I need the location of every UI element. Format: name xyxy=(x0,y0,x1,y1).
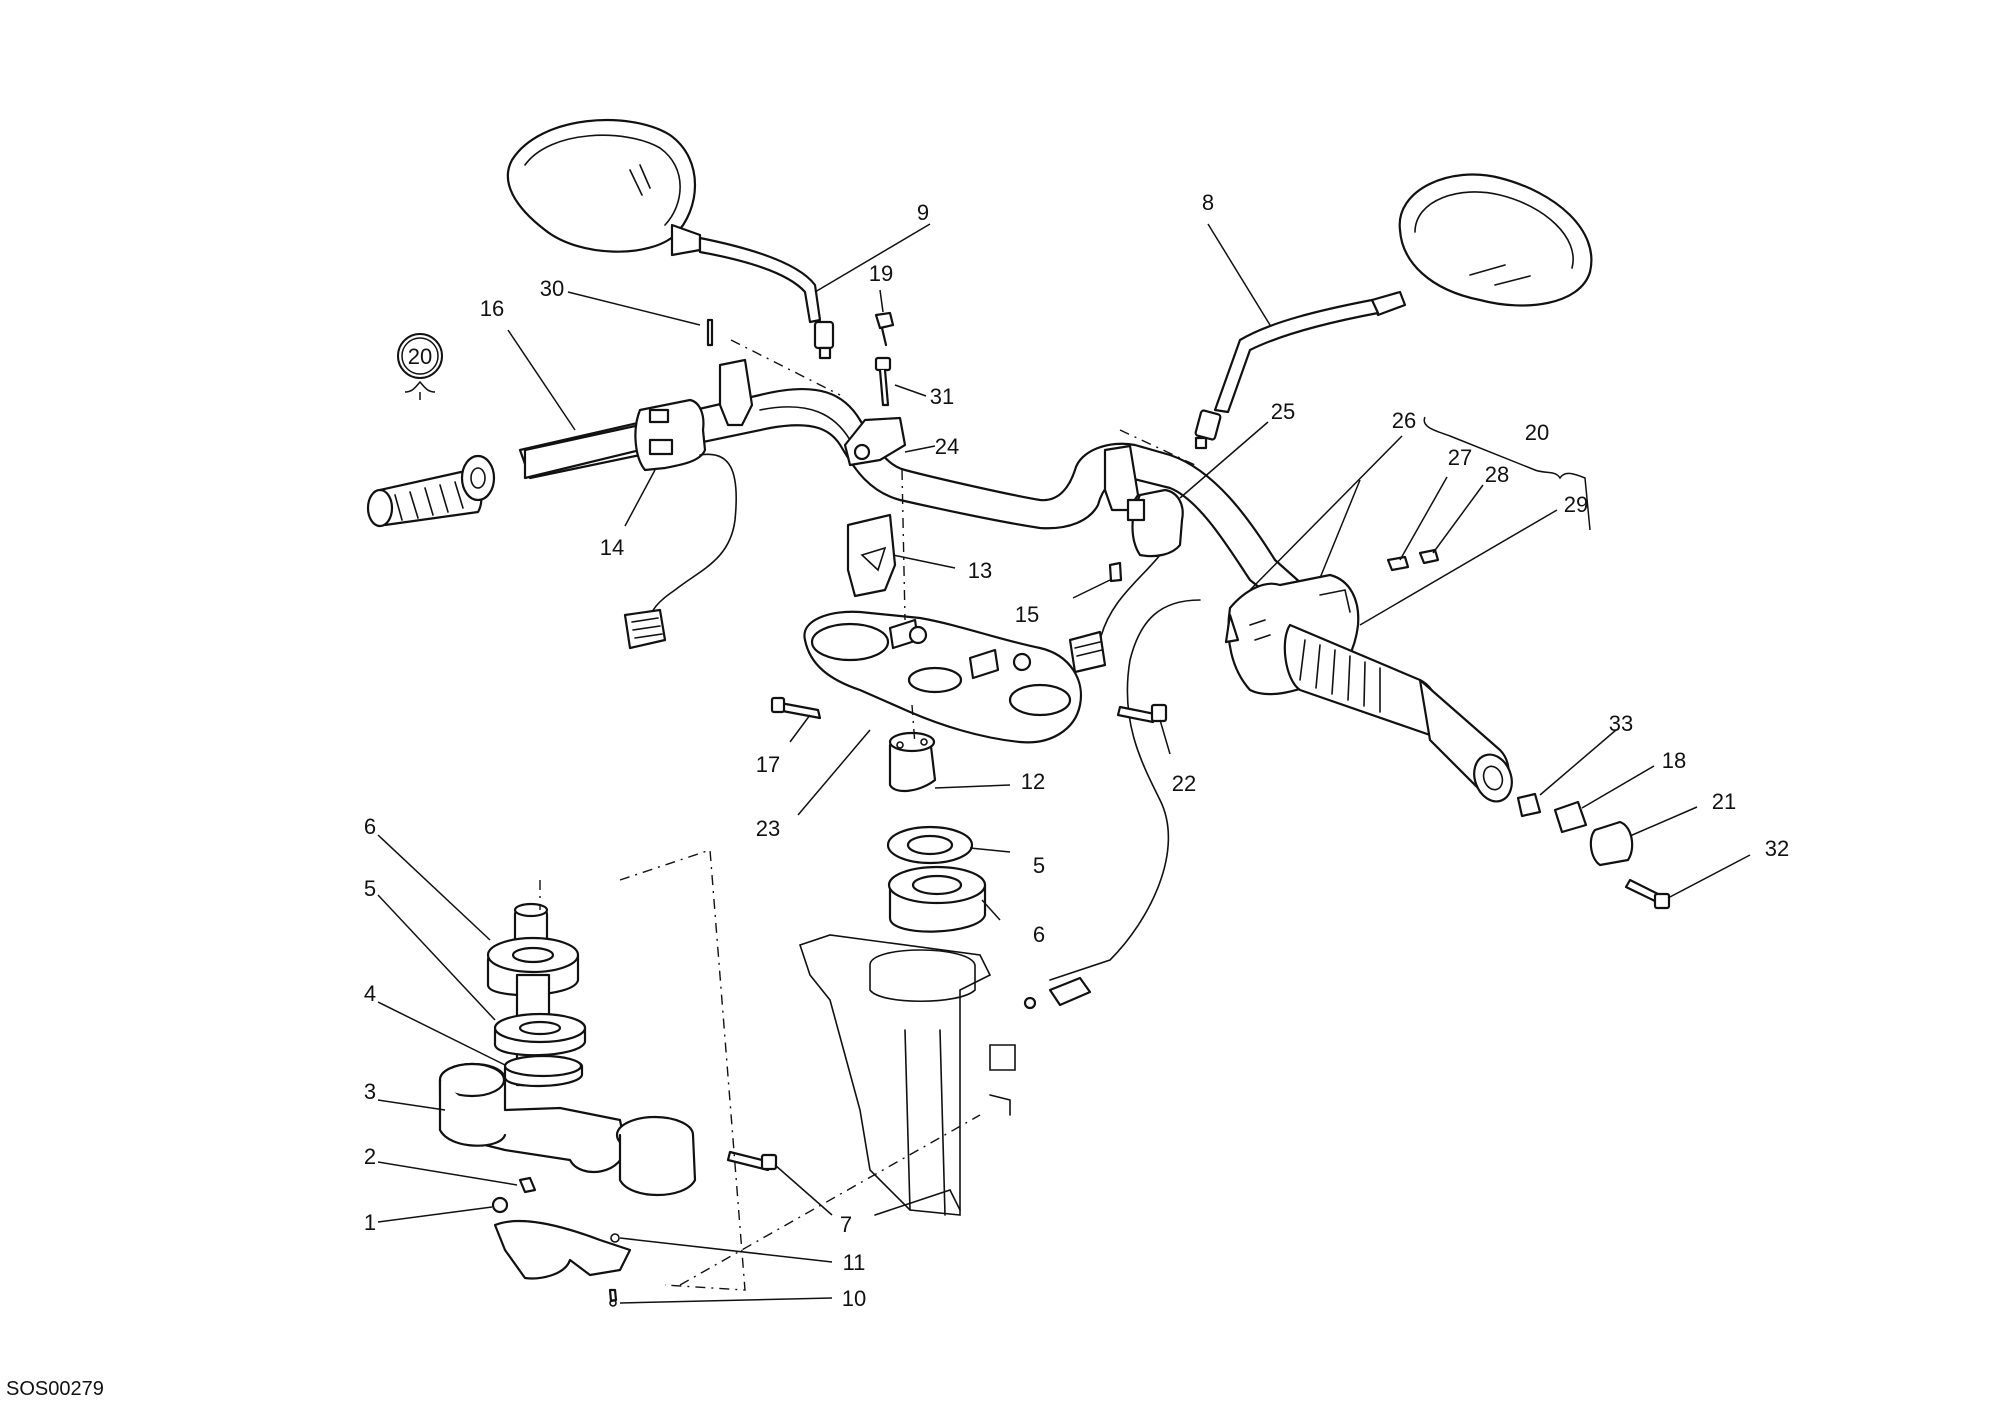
frame-head xyxy=(798,934,1016,1216)
callout-28: 28 xyxy=(1485,462,1509,487)
kit-marker-label: 20 xyxy=(408,344,432,369)
callout-26: 26 xyxy=(1392,408,1416,433)
callout-21: 21 xyxy=(1712,789,1736,814)
callout-11: 11 xyxy=(843,1250,866,1275)
kit-marker-circle xyxy=(397,333,443,379)
callout-1: 1 xyxy=(364,1210,376,1235)
left-switch xyxy=(623,398,738,650)
callout-5-left: 5 xyxy=(364,876,376,901)
callout-labels: 20 9 8 19 16 30 31 25 26 20 24 27 28 29 … xyxy=(364,190,1789,1311)
callout-32: 32 xyxy=(1765,836,1789,861)
leader-lines xyxy=(377,223,1751,1304)
lower-steering-assembly xyxy=(438,902,778,1307)
callout-6-left: 6 xyxy=(364,814,376,839)
callout-10: 10 xyxy=(842,1286,866,1311)
callout-12: 12 xyxy=(1021,769,1045,794)
steering-stack xyxy=(886,731,987,933)
callout-20: 20 xyxy=(1525,420,1549,445)
callout-13: 13 xyxy=(968,558,992,583)
callout-33: 33 xyxy=(1609,711,1633,736)
callout-30: 30 xyxy=(540,276,564,301)
callout-31: 31 xyxy=(930,384,954,409)
callout-9: 9 xyxy=(917,200,929,225)
callout-23: 23 xyxy=(756,816,780,841)
callout-27: 27 xyxy=(1448,445,1472,470)
callout-3: 3 xyxy=(364,1079,376,1104)
document-code: SOS00279 xyxy=(6,1378,104,1400)
callout-18: 18 xyxy=(1662,748,1686,773)
riser-clamps xyxy=(718,358,1140,598)
left-grip xyxy=(366,423,642,528)
callout-16: 16 xyxy=(480,296,504,321)
callout-24: 24 xyxy=(935,434,959,459)
callout-29: 29 xyxy=(1564,492,1588,517)
callout-22: 22 xyxy=(1172,771,1196,796)
right-switch-throttle xyxy=(1049,488,1513,981)
part-drawings xyxy=(366,119,1671,1307)
callout-2: 2 xyxy=(364,1144,376,1169)
callout-19: 19 xyxy=(869,261,893,286)
upper-triple-clamp xyxy=(770,610,1168,744)
callout-5-right: 5 xyxy=(1033,853,1045,878)
left-mirror xyxy=(506,119,835,360)
callout-14: 14 xyxy=(600,535,624,560)
callout-6-right: 6 xyxy=(1033,922,1045,947)
throttle-cable xyxy=(1023,976,1092,1010)
callout-17: 17 xyxy=(756,752,780,777)
kit-braces xyxy=(404,380,1591,531)
callout-15: 15 xyxy=(1015,602,1039,627)
callout-4: 4 xyxy=(364,981,376,1006)
bar-end-parts xyxy=(1516,792,1671,910)
right-mirror xyxy=(1194,173,1593,450)
callout-25: 25 xyxy=(1271,399,1295,424)
kit-marker-circle-inner xyxy=(401,337,439,375)
assembly-lines xyxy=(539,339,1196,1291)
callout-7: 7 xyxy=(840,1212,852,1237)
callout-8: 8 xyxy=(1202,190,1214,215)
